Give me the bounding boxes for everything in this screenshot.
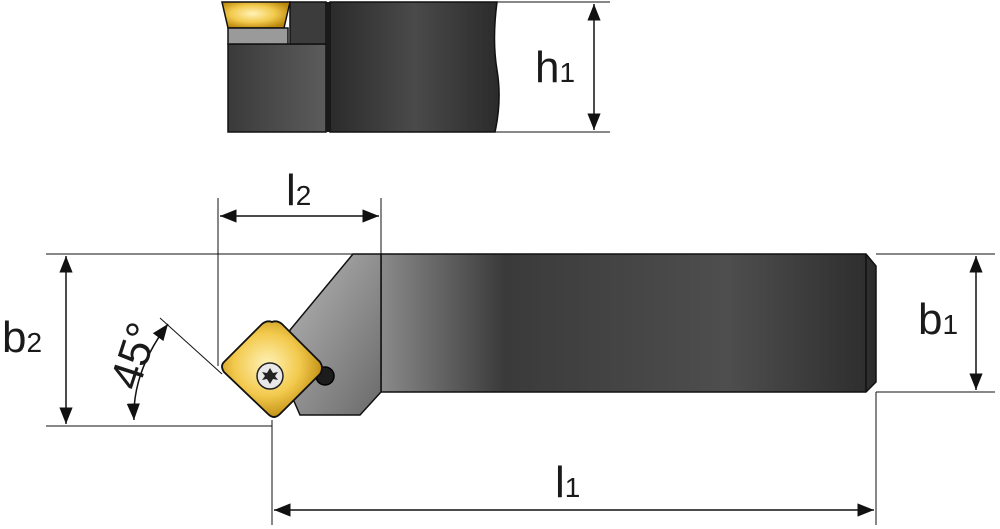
torx-icon bbox=[262, 368, 278, 384]
side-view-insert bbox=[221, 1, 291, 29]
l1-label: l1 bbox=[555, 458, 580, 507]
b2-label: b2 bbox=[2, 313, 42, 362]
b1-label: b1 bbox=[918, 295, 958, 344]
l2-label: l2 bbox=[286, 166, 311, 215]
angle-arc bbox=[126, 323, 169, 421]
plan-view-shank bbox=[380, 253, 877, 393]
side-view-shim bbox=[227, 27, 289, 45]
side-view-shank bbox=[329, 1, 500, 133]
h1-label: h1 bbox=[535, 43, 575, 92]
angle-label: 45° bbox=[101, 317, 168, 395]
side-view: h1 bbox=[221, 1, 610, 133]
plan-view: l2 b2 45° b1 l1 bbox=[2, 166, 995, 525]
side-view-head bbox=[227, 43, 327, 133]
